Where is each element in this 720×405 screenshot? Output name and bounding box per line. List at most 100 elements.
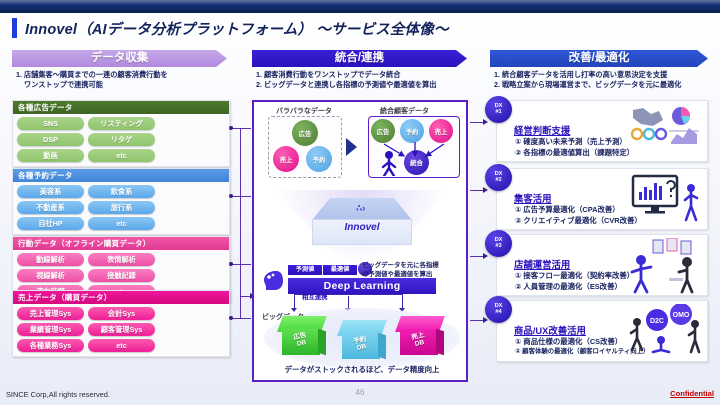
pill-item: SNS bbox=[17, 117, 84, 130]
dx-badge-number: #4 bbox=[495, 308, 502, 315]
pill-item: 動線解析 bbox=[17, 253, 84, 266]
db-suffix: DB bbox=[356, 342, 368, 352]
bullet-marker-icon bbox=[358, 262, 372, 276]
flow-bus bbox=[294, 294, 402, 295]
center-to-dx1-line bbox=[470, 122, 484, 123]
pill-item: リスティング bbox=[88, 117, 155, 130]
dx-item: ② 人員管理の最適化（ES改善） bbox=[515, 282, 622, 292]
footer-confidential: Confidential bbox=[670, 389, 714, 398]
db-front bbox=[400, 329, 438, 355]
data-block-title: 各種広告データ bbox=[13, 101, 229, 114]
connector-sales bbox=[230, 318, 251, 319]
footer-page-number: 46 bbox=[355, 388, 365, 397]
flow-arrow-ad bbox=[294, 294, 295, 310]
pill-item: 旅行系 bbox=[88, 201, 155, 214]
data-block-advertising: 各種広告データ SNS リスティング DSP リタゲ 動画 etc bbox=[12, 100, 230, 167]
dx-item: ① 商品仕様の最適化（CS改善） bbox=[515, 337, 623, 346]
dx-card-items: ① 広告予算最適化（CPA改善） ② クリエイティブ最適化（CVR改善） bbox=[515, 204, 642, 227]
pill-item: etc bbox=[88, 339, 155, 352]
pill-item: 美容系 bbox=[17, 185, 84, 198]
db-suffix: DB bbox=[296, 338, 308, 348]
dx-badge-number: #2 bbox=[495, 176, 502, 183]
dx-badge-label: DX bbox=[494, 102, 503, 109]
db-suffix: DB bbox=[414, 338, 426, 348]
connector-dot-reservation bbox=[229, 194, 233, 198]
analytics-dashboard-icon bbox=[630, 107, 699, 144]
dx-item: ① 接客フロー最適化（契約率改善） bbox=[515, 271, 635, 280]
dx-badge-label: DX bbox=[494, 302, 503, 309]
center-to-dx3-line bbox=[470, 256, 484, 257]
center-to-dx2-line bbox=[470, 190, 484, 191]
innovel-platform-cube: ∴› Innovel bbox=[306, 198, 418, 250]
staff-illustration bbox=[629, 238, 703, 294]
flow-arrow-reservation bbox=[348, 296, 349, 310]
dx-card-product-ux[interactable]: DX #4 商品/UX改善活用 ① 商品仕様の最適化（CS改善） ② 顧客体験の… bbox=[485, 296, 708, 362]
bubble-sales-integrated: 売上 bbox=[429, 119, 453, 143]
dashboard-illustration bbox=[629, 104, 703, 160]
pill-item: 動画 bbox=[17, 149, 84, 162]
collect-bullet-1: 1. 店舗集客～購買までの一連の顧客消費行動を bbox=[16, 70, 168, 79]
dx-card-title: 集客活用 bbox=[514, 193, 552, 204]
badge-prediction-value: 予測値 bbox=[288, 265, 322, 275]
pill-item: 視線解析 bbox=[17, 269, 84, 282]
pill-item: 会計Sys bbox=[88, 307, 155, 320]
bubble-ad-scattered: 広告 bbox=[292, 120, 318, 146]
center-to-dx1-arrow bbox=[483, 119, 488, 125]
d2c-omo-icon: D2C OMO bbox=[629, 304, 701, 354]
integrate-bullet-2: 2. ビッグデータと連携し各指標の予測値や最適値を算出 bbox=[256, 80, 437, 90]
transform-arrow-icon bbox=[346, 138, 357, 156]
database-cube-ad: 広告 DB bbox=[277, 316, 327, 358]
bullets-improvement: 1. 統合顧客データを活用し打率の高い意思決定を支援 2. 戦略立案から現場運営… bbox=[494, 70, 716, 91]
dx-badge-label: DX bbox=[494, 236, 503, 243]
banner-improvement: 改善/最適化 bbox=[490, 50, 708, 67]
pill-item: 顧客管理Sys bbox=[88, 323, 155, 336]
bullets-data-collection: 1. 店舗集客～購買までの一連の顧客消費行動を ワンストップで連携可能 bbox=[16, 70, 231, 91]
badge-optimal-value: 最適値 bbox=[323, 265, 357, 275]
data-stock-note: データがストックされるほど、データ精度向上 bbox=[284, 365, 440, 374]
svg-text:D2C: D2C bbox=[650, 318, 664, 325]
bubble-sales-scattered: 売上 bbox=[273, 146, 299, 172]
bigdata-calc-note: ビッグデータを元に各指標 の予測値や最適値を算出 bbox=[362, 262, 468, 279]
improve-bullet-1: 1. 統合顧客データを活用し打率の高い意思決定を支援 bbox=[494, 70, 668, 79]
pill-item: 業績管理Sys bbox=[17, 323, 84, 336]
dx-badge-1: DX #1 bbox=[485, 96, 512, 123]
dx-card-items: ① 商品仕様の最適化（CS改善） ② 顧客体験の最適化（顧客ロイヤルティ向上） bbox=[515, 336, 649, 357]
center-to-dx4-line bbox=[470, 320, 484, 321]
scattered-data-label: バラバラなデータ bbox=[276, 108, 332, 115]
people-documents-icon bbox=[630, 238, 694, 294]
footer-copyright: SINCE Corp,All rights reserved. bbox=[6, 390, 110, 399]
cube-top-face bbox=[312, 198, 412, 220]
dx-badge-number: #1 bbox=[495, 108, 502, 115]
database-cube-sales: 売上 DB bbox=[395, 316, 445, 358]
person-icon bbox=[381, 151, 397, 176]
db-front bbox=[282, 329, 320, 355]
innovel-label: Innovel bbox=[344, 222, 380, 233]
dx-item: ② クリエイティブ最適化（CVR改善） bbox=[515, 216, 642, 226]
connector-dot-sales bbox=[229, 316, 233, 320]
dx-badge-number: #3 bbox=[495, 242, 502, 249]
pill-item: 売上管理Sys bbox=[17, 307, 84, 320]
integrate-bullet-1: 1. 顧客消費行動をワンストップでデータ統合 bbox=[256, 70, 401, 79]
dx-card-management-decision[interactable]: DX #1 経営判断支援 ① 確度高い未来予測（売上予測） ② 各指標の最適値算… bbox=[485, 96, 708, 162]
center-to-dx3-arrow bbox=[483, 253, 488, 259]
pill-item: etc bbox=[88, 217, 155, 230]
data-block-sales: 売上データ（購買データ） 売上管理Sys 会計Sys 業績管理Sys 顧客管理S… bbox=[12, 290, 230, 357]
db-front bbox=[342, 333, 380, 359]
mutual-link-label: 相互連携 bbox=[302, 294, 328, 301]
title-text: Innovel（AIデータ分析プラットフォーム） ～サービス全体像～ bbox=[25, 21, 449, 38]
dx-card-customer-acquisition[interactable]: DX #2 集客活用 ① 広告予算最適化（CPA改善） ② クリエイティブ最適化… bbox=[485, 164, 708, 230]
center-to-dx4-arrow bbox=[483, 317, 488, 323]
pill-item: etc bbox=[88, 149, 155, 162]
connector-dot-ad bbox=[229, 126, 233, 130]
data-block-reservation: 各種予約データ 美容系 飲食系 不動産系 旅行系 自社HP etc bbox=[12, 168, 230, 235]
pill-item: DSP bbox=[17, 133, 84, 146]
center-to-dx2-arrow bbox=[483, 187, 488, 193]
svg-text:OMO: OMO bbox=[673, 312, 690, 319]
top-decorative-bar bbox=[0, 0, 720, 13]
monitor-chart-icon bbox=[631, 174, 699, 222]
integration-arrows-icon bbox=[383, 142, 445, 158]
monitor-illustration bbox=[629, 172, 703, 228]
dx-badge-2: DX #2 bbox=[485, 164, 512, 191]
dx-card-store-operation[interactable]: DX #3 店舗運営活用 ① 接客フロー最適化（契約率改善） ② 人員管理の最適… bbox=[485, 230, 708, 296]
banner-integration: 統合/連携 bbox=[252, 50, 467, 67]
